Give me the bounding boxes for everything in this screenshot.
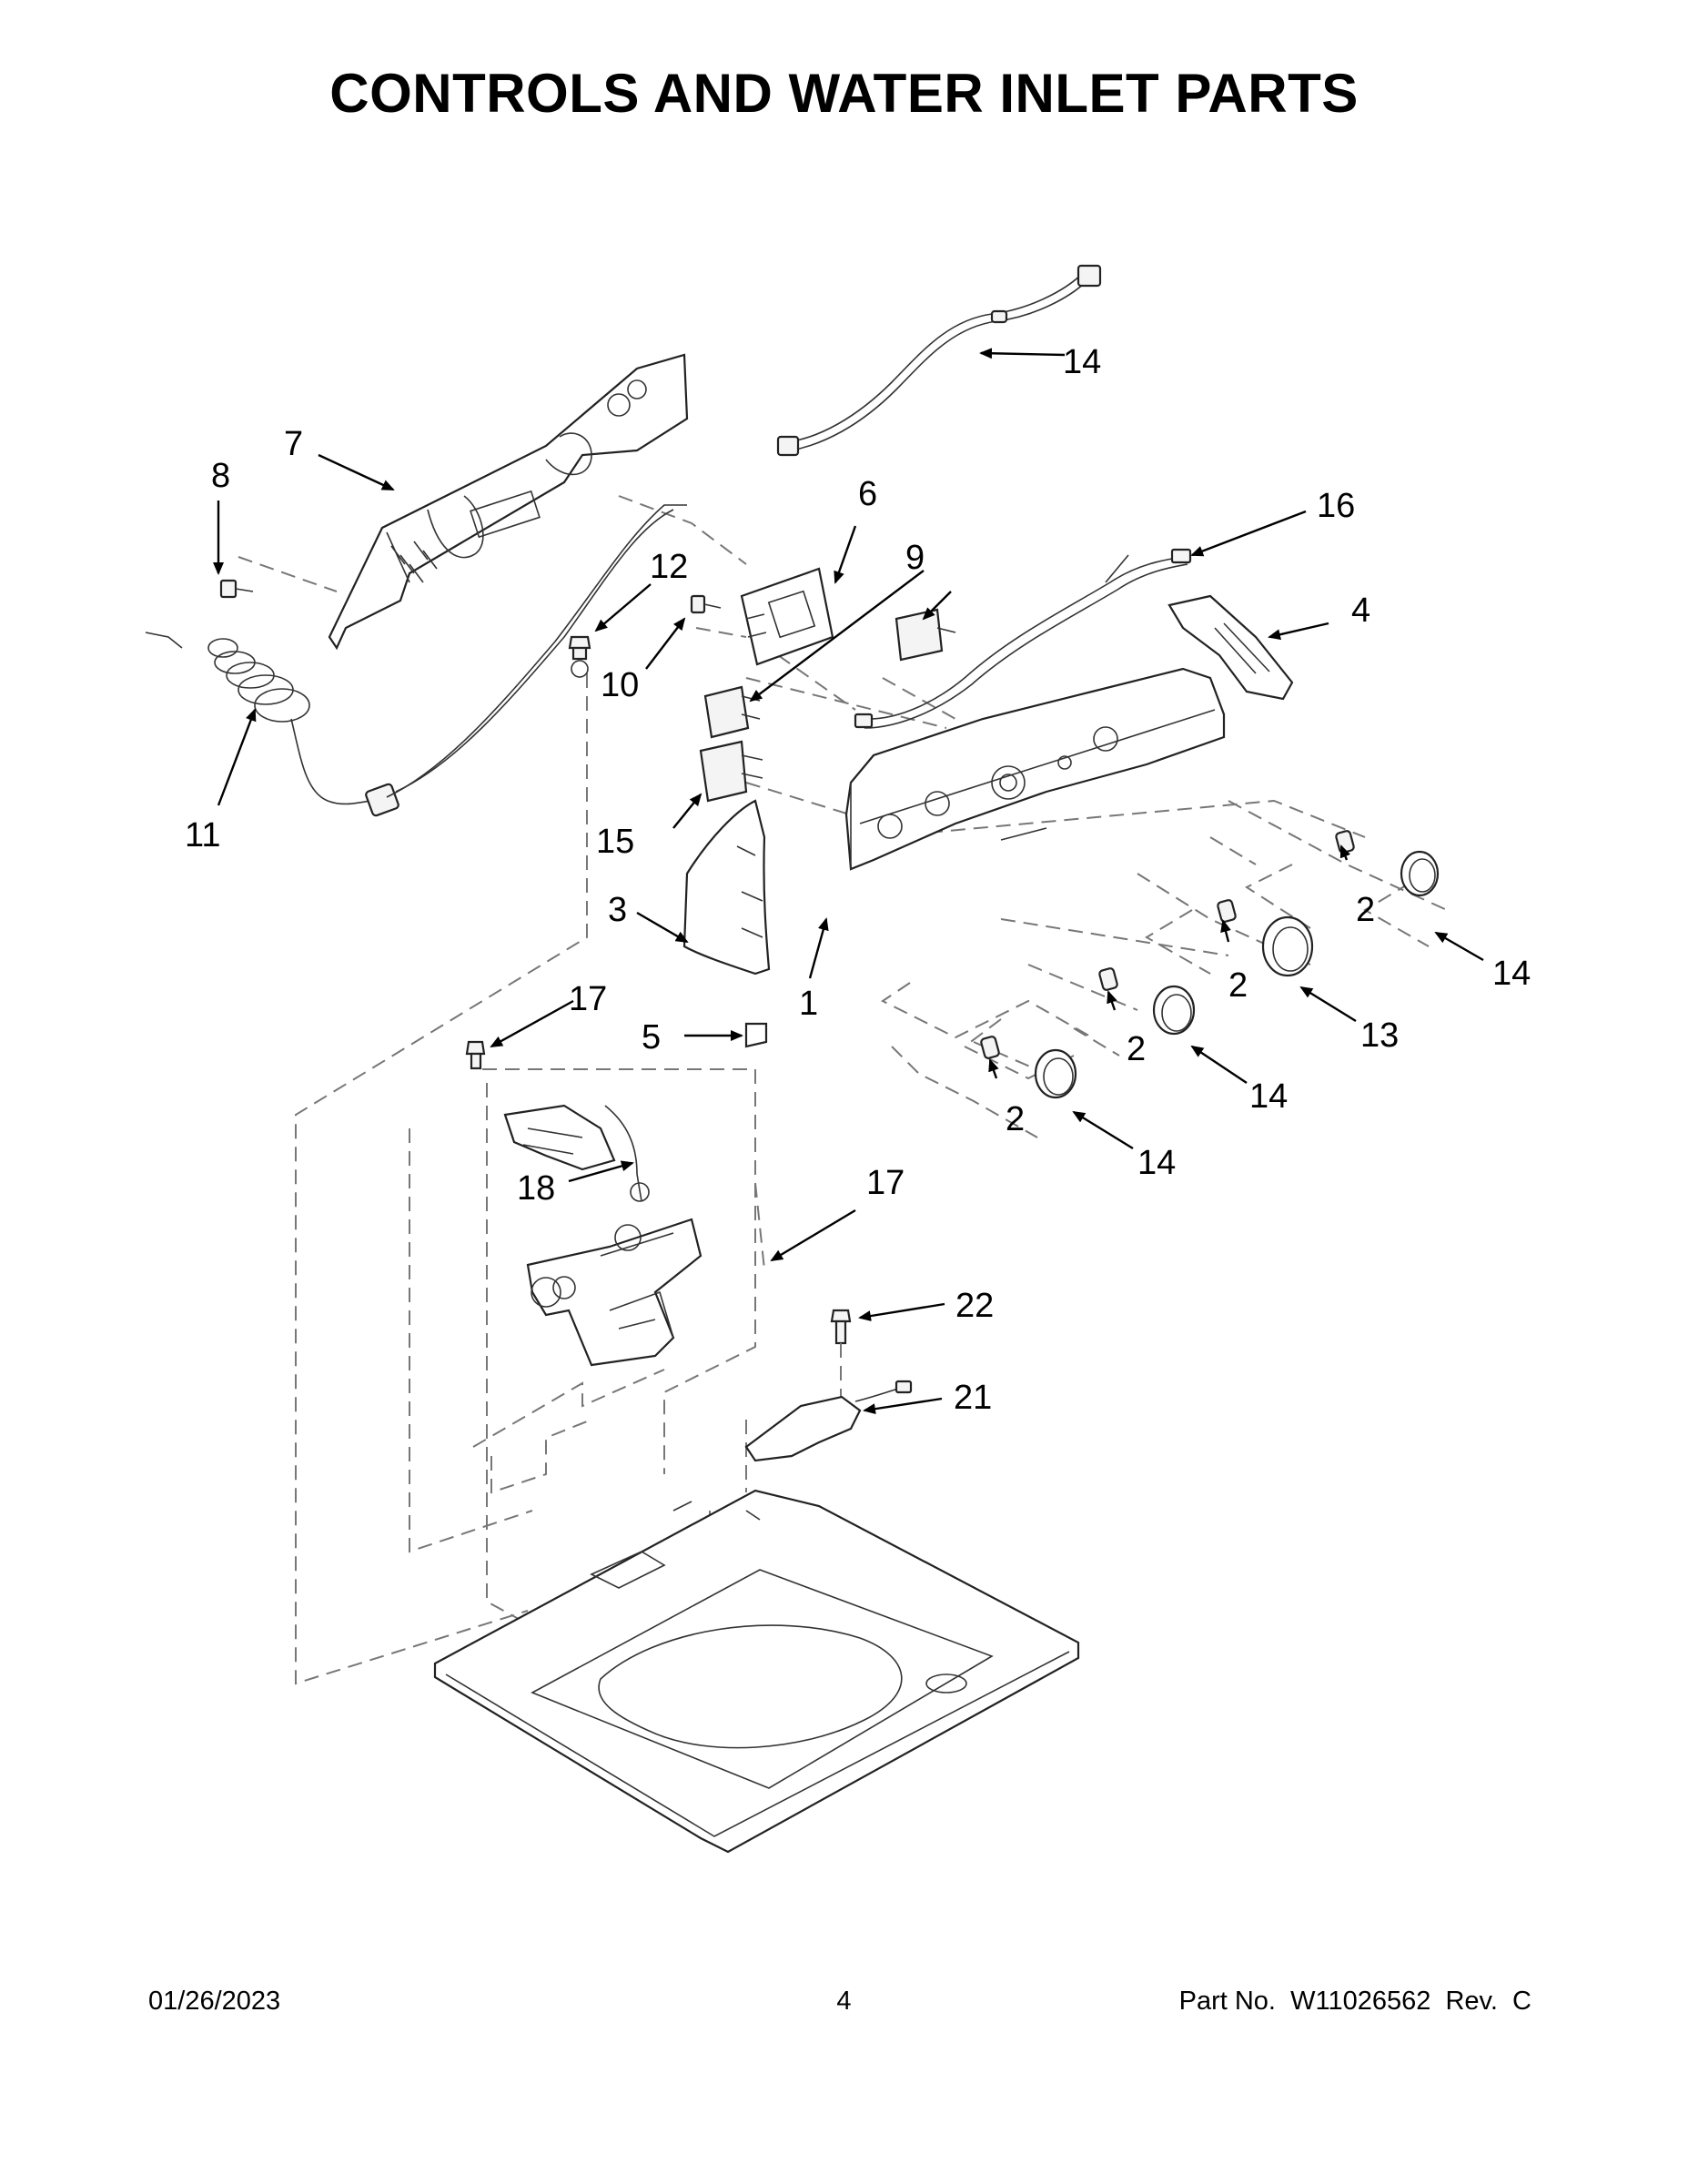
knob-13	[1261, 915, 1314, 977]
callout-1: 1	[799, 985, 818, 1023]
wire-harness-16	[854, 548, 1192, 729]
callout-13: 13	[1360, 1016, 1399, 1055]
page-title: CONTROLS AND WATER INLET PARTS	[329, 63, 1359, 124]
screw-10	[690, 594, 722, 614]
callout-14c: 14	[1137, 1144, 1176, 1182]
left-end-cap	[682, 799, 771, 976]
callout-9: 9	[905, 539, 925, 577]
callout-12: 12	[650, 548, 688, 586]
callout-11: 11	[185, 816, 220, 854]
clip-5	[744, 1022, 768, 1048]
knob-14a	[1400, 850, 1440, 897]
footer-page-number: 4	[836, 1987, 852, 2016]
callout-2a: 2	[1356, 891, 1375, 929]
screw-8	[219, 579, 254, 599]
ground-screw-12	[568, 635, 591, 678]
water-inlet-valve	[526, 1218, 702, 1367]
callout-14a: 14	[1492, 955, 1531, 993]
callout-4: 4	[1351, 592, 1370, 630]
callout-labels: 14 7 8 6 16 9 12 4 10 11 15 3 2 14 2 1 1…	[185, 343, 1531, 1417]
knob-shaft-2c	[1098, 967, 1118, 991]
callout-8: 8	[211, 457, 230, 495]
callout-10: 10	[601, 666, 639, 704]
callout-2b: 2	[1228, 966, 1248, 1005]
callout-14b: 14	[1249, 1077, 1288, 1116]
control-board	[740, 567, 834, 666]
screw-22	[830, 1309, 852, 1397]
callout-22: 22	[955, 1287, 994, 1325]
leader-arrows	[213, 348, 1484, 1415]
callout-19: 14	[1063, 343, 1101, 381]
screw-20	[465, 1040, 486, 1070]
switch-9-left	[703, 685, 761, 739]
callout-21: 21	[954, 1379, 992, 1417]
callout-16: 16	[1317, 487, 1355, 525]
knob-shaft-2b	[1217, 899, 1237, 923]
callout-6: 6	[858, 475, 877, 513]
callout-2c: 2	[1127, 1030, 1146, 1068]
knob-14b	[1152, 985, 1196, 1036]
callout-18: 18	[517, 1169, 555, 1208]
main-console	[844, 667, 1226, 871]
footer-date: 01/26/2023	[148, 1987, 281, 2016]
callout-7: 7	[284, 425, 303, 463]
footer-part-number: Part No. W11026562 Rev. C	[1178, 1987, 1531, 2016]
knob-14c	[1034, 1048, 1077, 1099]
lid-switch	[744, 1380, 913, 1462]
knob-shaft-2d	[980, 1036, 1000, 1059]
rear-console-panel	[328, 353, 689, 651]
knob-shaft-2a	[1335, 830, 1355, 854]
switch-15	[699, 740, 763, 803]
callout-3: 3	[608, 891, 627, 929]
callout-2d: 2	[1006, 1100, 1025, 1138]
wire-harness-19	[776, 264, 1102, 457]
pressure-switch-hose	[503, 1104, 650, 1202]
cabinet-top	[433, 1489, 1080, 1854]
power-cord	[145, 504, 687, 817]
callout-17: 17	[866, 1164, 905, 1202]
callout-15: 15	[596, 823, 634, 861]
right-end-cap	[1167, 594, 1294, 701]
callout-20: 17	[569, 980, 607, 1018]
callout-5: 5	[642, 1018, 661, 1057]
